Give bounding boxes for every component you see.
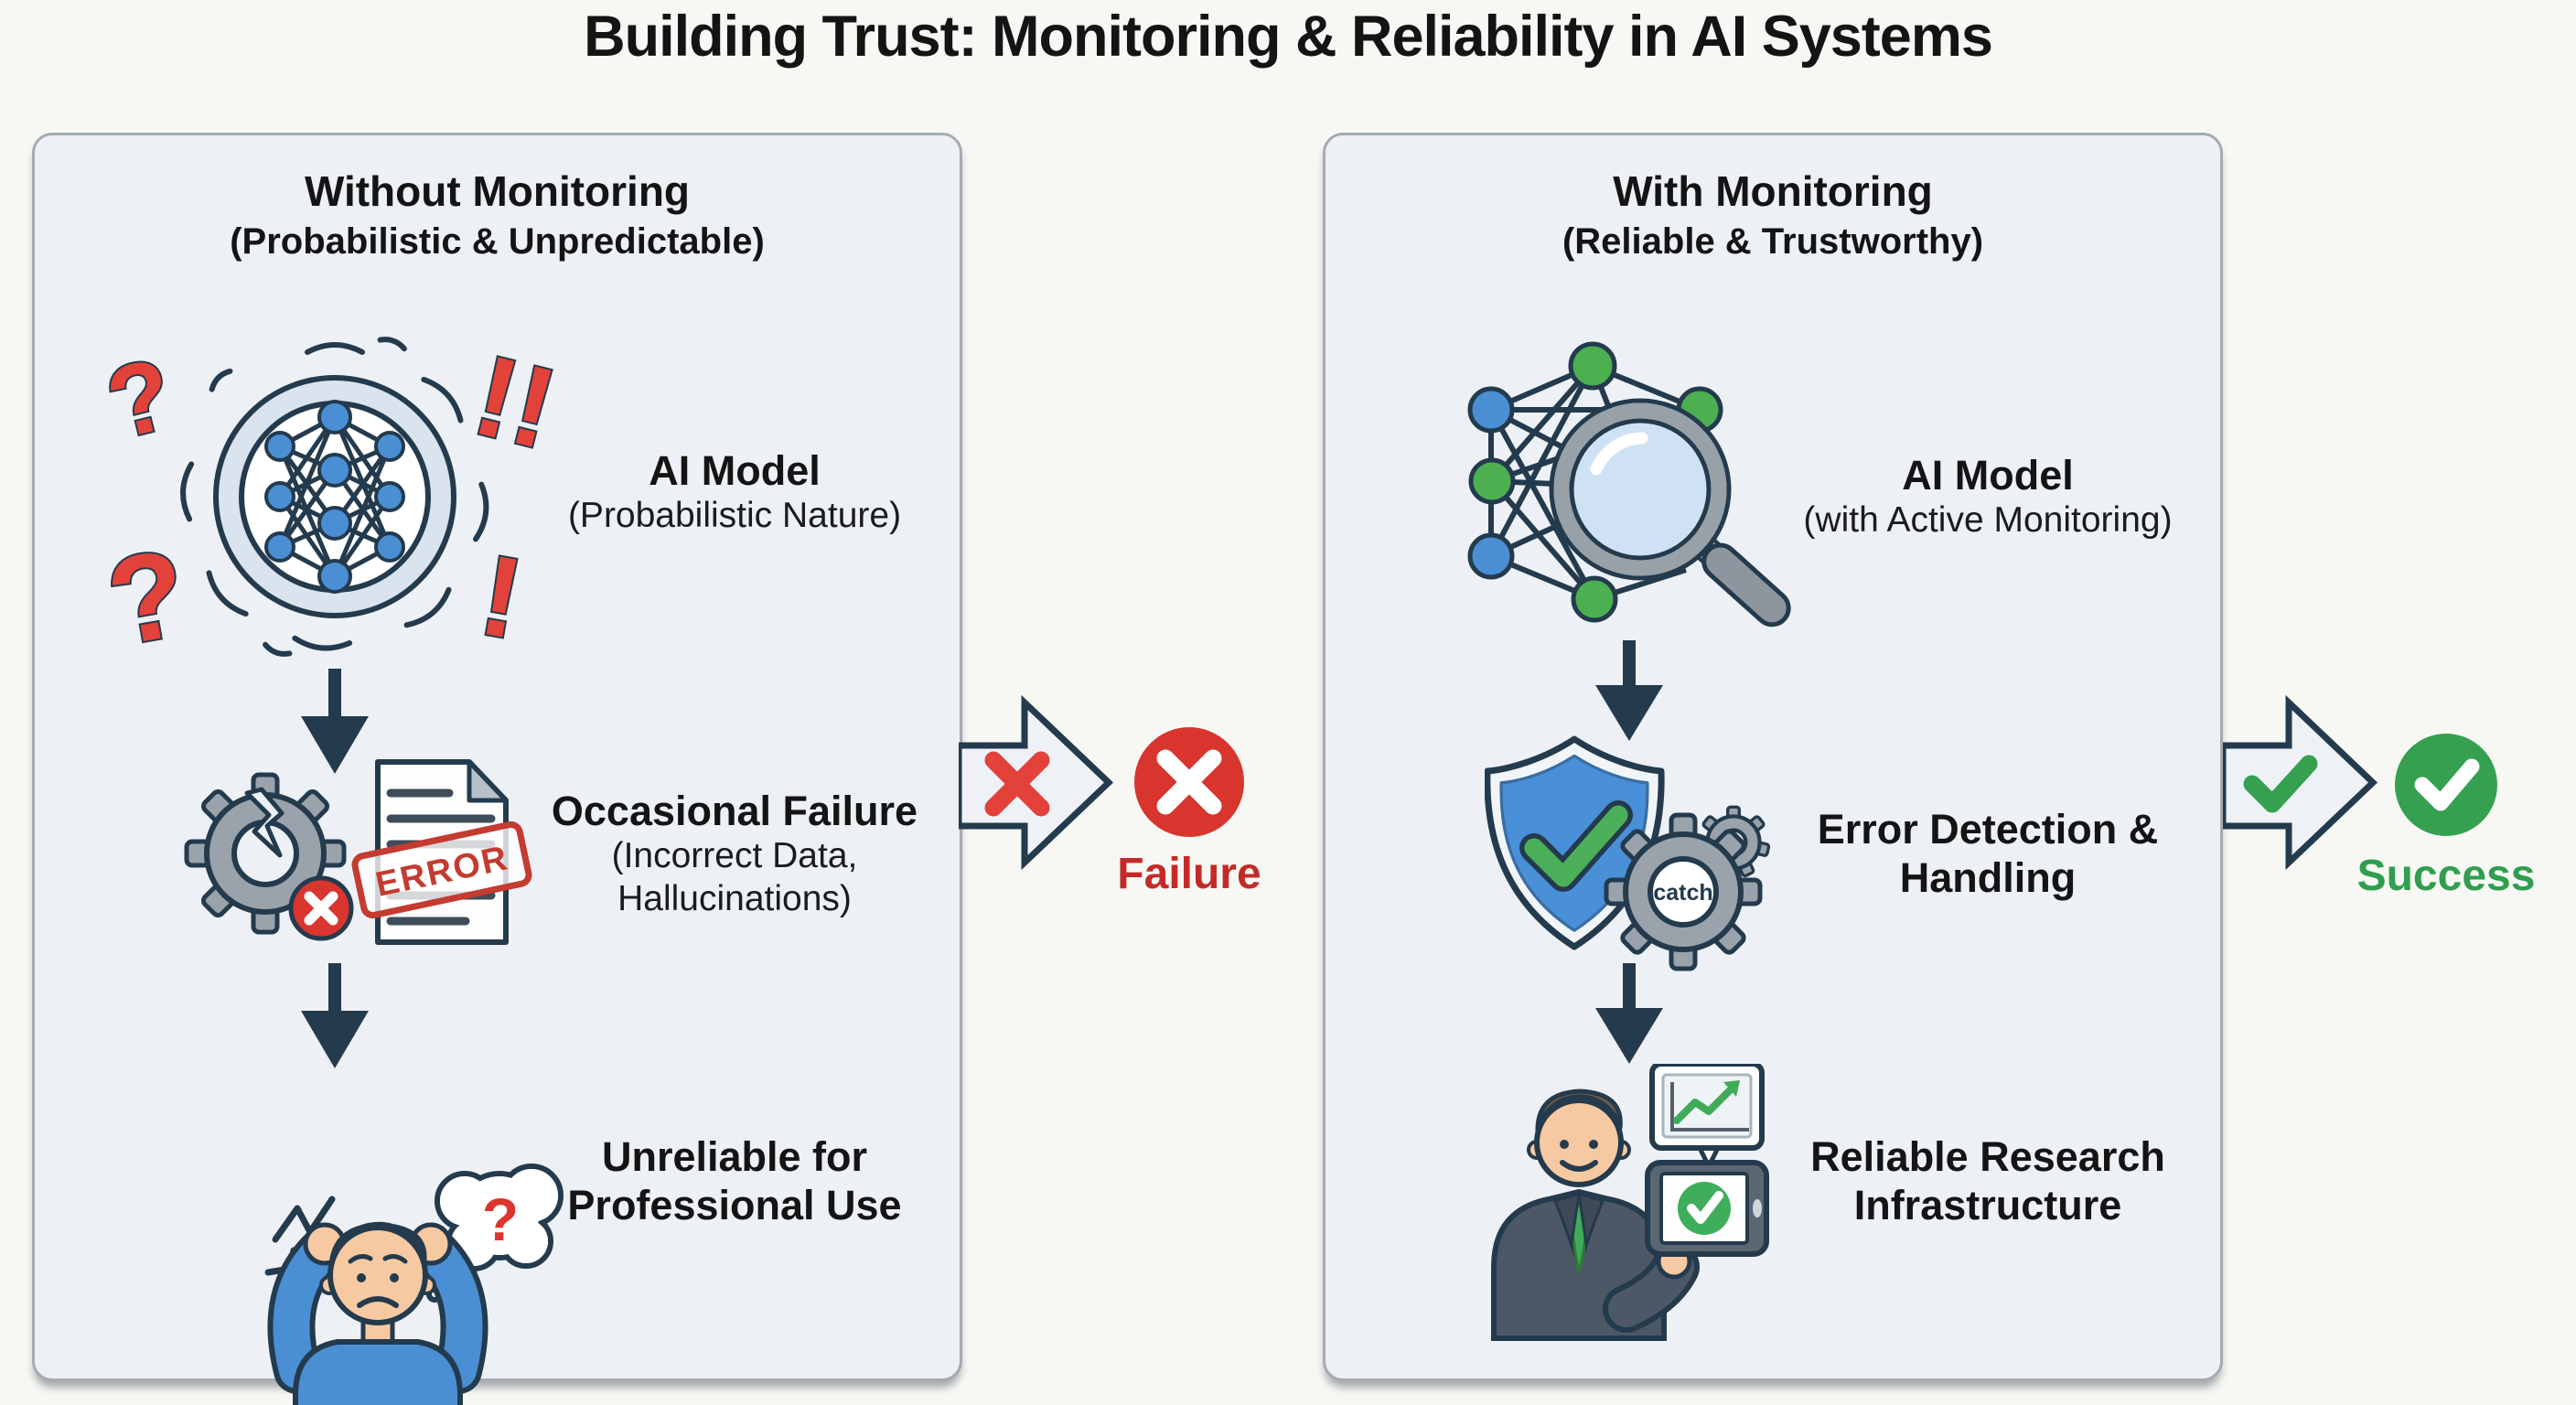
right-row3-caption: Reliable Research Infrastructure [1810,1133,2165,1229]
success-circle-icon [2393,732,2499,842]
svg-text:catch: catch [1653,880,1712,906]
panel-with-monitoring: With Monitoring (Reliable & Trustworthy) [1323,133,2223,1381]
monitored-neural-network-icon [1467,341,1791,627]
failure-circle-icon [1132,725,1246,843]
catch-gear: catch [1604,812,1763,971]
success-arrow-icon [2223,695,2378,871]
left-row1-caption: AI Model (Probabilistic Nature) [567,447,902,536]
error-badge [288,875,354,941]
stressed-person-icon: ? [264,1164,564,1405]
error-stamp: ERROR [351,820,532,919]
chaotic-neural-network-icon: ? ? !! ! [95,329,570,673]
down-arrow-icon [301,669,369,774]
left-panel-subheading: (Probabilistic & Unpredictable) [230,221,765,262]
broken-gear-error-document-icon: ERROR [184,759,532,945]
panel-without-monitoring: Without Monitoring (Probabilistic & Unpr… [32,133,962,1405]
success-label: Success [2356,852,2536,900]
analyst-with-tablet-icon [1491,1064,1769,1341]
page-title: Building Trust: Monitoring & Reliability… [584,5,1993,69]
error-document: ERROR [351,759,532,945]
svg-text:?: ? [97,337,184,461]
left-row2-caption: Occasional Failure (Incorrect Data, Hall… [551,788,918,918]
tablet [1645,1160,1769,1257]
magnifier [1549,398,1791,627]
svg-text:!: ! [471,531,531,663]
shield-check-gear-icon: catch [1485,735,1771,971]
svg-text:?: ? [482,1185,519,1253]
svg-text:?: ? [98,522,196,671]
chart-bubble [1649,1064,1765,1172]
down-arrow-icon [301,963,369,1068]
right-row2-caption: Error Detection & Handling [1817,806,2159,902]
right-panel-subheading: (Reliable & Trustworthy) [1562,221,1984,262]
left-panel-heading: Without Monitoring [304,167,691,215]
right-row1-caption: AI Model (with Active Monitoring) [1803,452,2173,541]
left-row3-caption: Unreliable for Professional Use [567,1133,902,1229]
failure-label: Failure [1117,850,1261,898]
down-arrow-icon [1595,963,1663,1064]
broken-gear [184,772,347,935]
failure-arrow-icon [959,695,1114,871]
right-panel-heading: With Monitoring [1613,167,1933,215]
down-arrow-icon [1595,640,1663,741]
